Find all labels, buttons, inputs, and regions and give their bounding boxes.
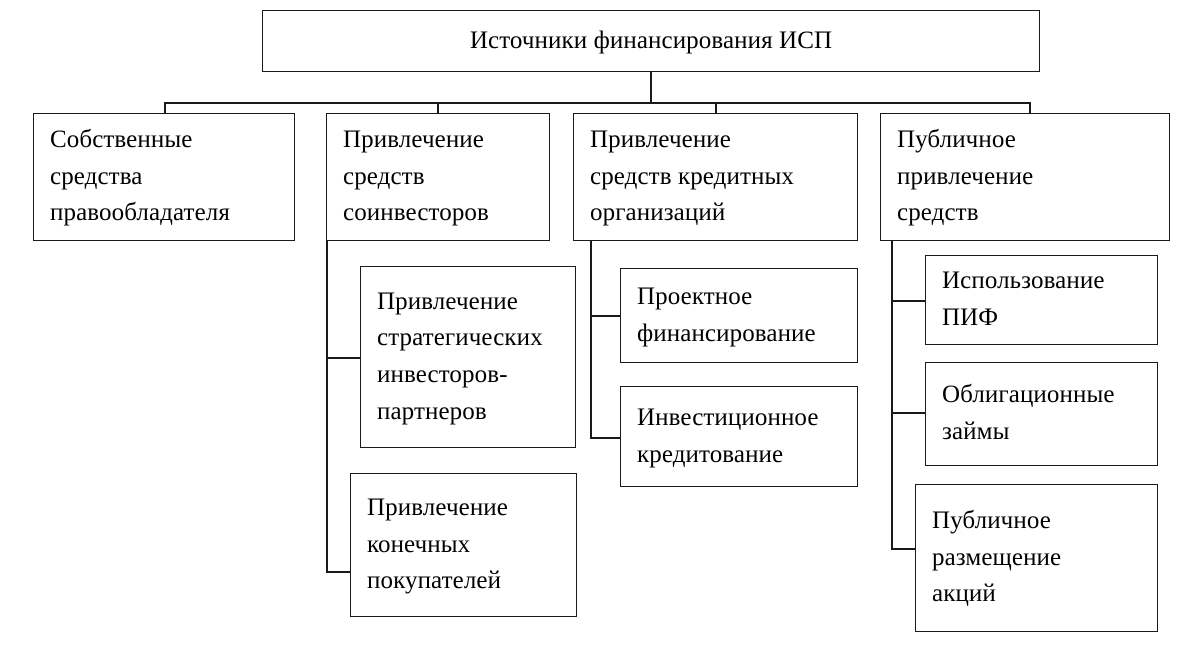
connector-drop-own-funds [164, 102, 166, 114]
node-bond-loans[interactable]: Облигационные займы [925, 362, 1158, 466]
connector-stub-project-finance [590, 315, 621, 317]
node-project-finance-label: Проектное финансирование [637, 282, 816, 347]
node-investment-credit[interactable]: Инвестиционное кредитование [620, 386, 858, 487]
node-bond-loans-label: Облигационные займы [942, 381, 1115, 445]
node-public-raising[interactable]: Публичное привлечение средств [880, 113, 1170, 241]
connector-spine-coinvestors [326, 241, 328, 572]
node-mutual-funds-label: Использование ПИФ [942, 267, 1105, 331]
node-final-buyers-label: Привлечение конечных покупателей [367, 493, 508, 595]
connector-drop-coinvestors [437, 102, 439, 114]
connector-stub-share-placement [891, 548, 926, 550]
connector-stub-final-buyers [326, 571, 361, 573]
connector-stub-mutual-funds [891, 300, 926, 302]
node-credit-orgs-label: Привлечение средств кредитных организаци… [590, 125, 794, 227]
node-final-buyers[interactable]: Привлечение конечных покупателей [350, 473, 577, 617]
node-share-placement-label: Публичное размещение акций [932, 506, 1062, 608]
connector-stub-bond-loans [891, 412, 926, 414]
node-public-raising-label: Публичное привлечение средств [897, 125, 1034, 227]
connector-drop-public-raising [1029, 102, 1031, 114]
connector-stub-investment-credit [590, 437, 621, 439]
node-project-finance[interactable]: Проектное финансирование [620, 268, 858, 363]
node-own-funds[interactable]: Собственные средства правообладателя [33, 113, 295, 241]
connector-level2-bus [164, 102, 1030, 104]
node-mutual-funds[interactable]: Использование ПИФ [925, 255, 1158, 345]
node-own-funds-label: Собственные средства правообладателя [50, 125, 230, 227]
node-root[interactable]: Источники финансирования ИСП [262, 10, 1040, 72]
connector-drop-credit-orgs [715, 102, 717, 114]
node-strategic-investors-label: Привлечение стратегических инвесторов- п… [377, 287, 543, 425]
connector-stub-strategic-investors [326, 357, 361, 359]
node-strategic-investors[interactable]: Привлечение стратегических инвесторов- п… [360, 266, 576, 448]
connector-spine-public-raising [891, 241, 893, 549]
connector-root-stem [650, 72, 652, 103]
node-root-label: Источники финансирования ИСП [469, 26, 833, 54]
node-investment-credit-label: Инвестиционное кредитование [637, 403, 819, 468]
node-share-placement[interactable]: Публичное размещение акций [915, 484, 1158, 632]
node-credit-orgs[interactable]: Привлечение средств кредитных организаци… [573, 113, 858, 241]
node-coinvestors-label: Привлечение средств соинвесторов [343, 125, 489, 227]
connector-spine-credit-orgs [590, 241, 592, 438]
node-coinvestors[interactable]: Привлечение средств соинвесторов [326, 113, 550, 241]
